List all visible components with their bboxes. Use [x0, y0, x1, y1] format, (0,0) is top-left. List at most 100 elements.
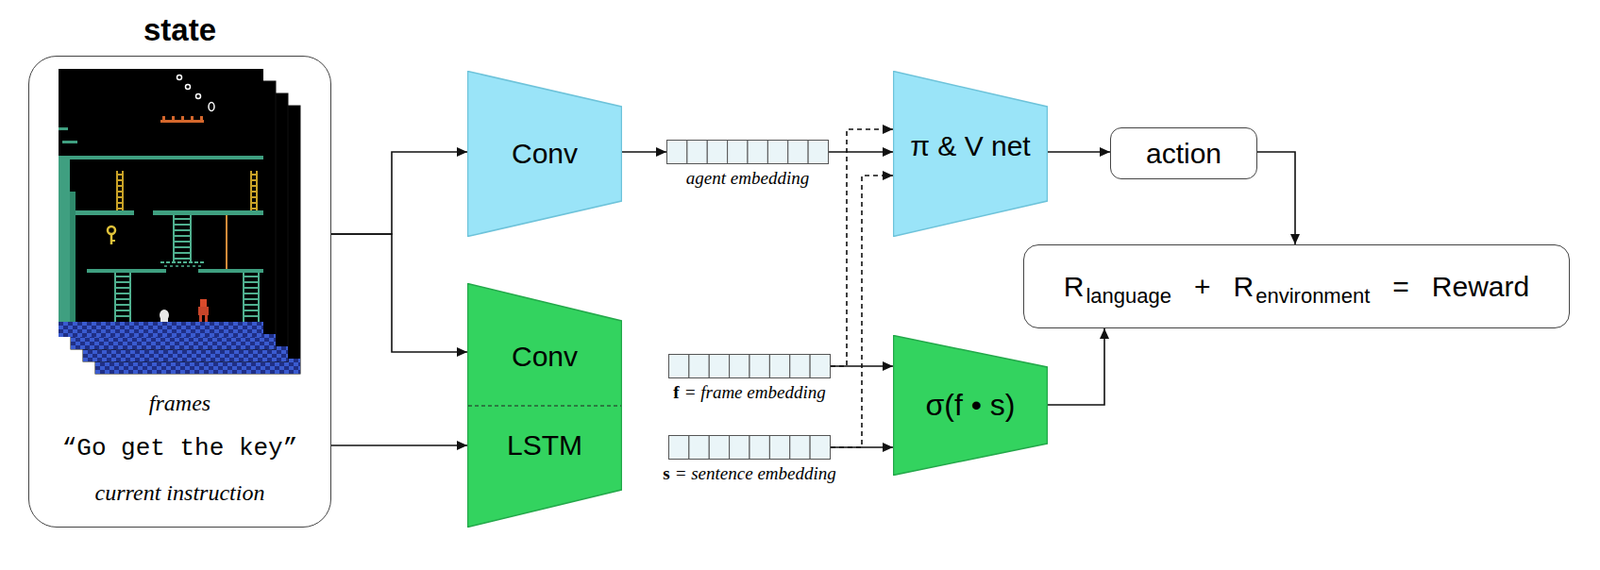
frame-art [159, 309, 169, 321]
frame-art [160, 261, 206, 264]
frame-art [58, 127, 68, 131]
symbol-label: f [673, 382, 679, 403]
frame-art [200, 299, 207, 307]
vector-cell [749, 354, 770, 379]
frame-art [243, 292, 259, 295]
frame-art [164, 265, 203, 268]
reward-box: Rlanguage+Renvironment=Reward [1023, 244, 1570, 329]
vector-cell [708, 354, 729, 379]
frame-art [58, 321, 264, 337]
vector-cell [809, 436, 830, 460]
frame-art [173, 229, 191, 232]
vector-cell [667, 140, 688, 165]
caption-label: = sentence embedding [674, 463, 837, 484]
reward-term: R [1233, 270, 1255, 304]
vector-cell [769, 354, 790, 379]
connector-arrow [830, 365, 893, 368]
frame-art [117, 173, 123, 176]
frame-art [251, 202, 257, 204]
frame-art [115, 286, 131, 289]
frame-art [173, 257, 191, 260]
vector-cell [687, 140, 708, 165]
vector-cell [790, 436, 810, 460]
trapezoid-shape [893, 336, 1048, 476]
frame-art [185, 84, 191, 90]
encoder-block: ConvLSTM [467, 283, 623, 528]
frame-art [173, 223, 191, 226]
caption-label: = frame embedding [684, 382, 826, 403]
trapezoid-shape [468, 71, 623, 237]
frame-art [199, 315, 203, 322]
connector-arrow [1257, 151, 1296, 245]
frame-art [257, 272, 260, 322]
connector-arrow [830, 446, 893, 449]
frame-art [117, 196, 123, 199]
trapezoid-shape [467, 283, 623, 528]
frame-art [115, 275, 131, 278]
block-label: Conv [467, 337, 623, 376]
connector-arrow [1047, 328, 1105, 405]
frame-art [115, 272, 259, 322]
game-frames [58, 68, 304, 381]
vector-cell [729, 354, 750, 379]
reward-term: R [1063, 270, 1085, 304]
frame-art [243, 309, 259, 312]
frame-art [242, 272, 245, 322]
frame-art [117, 207, 123, 210]
frame-art [181, 116, 185, 120]
embedding-vector: s= sentence embedding [668, 435, 831, 460]
frame-art [111, 239, 116, 242]
frame-art [198, 269, 264, 273]
game-frame [58, 68, 264, 337]
frame-art [173, 252, 191, 254]
frame-art [115, 298, 131, 301]
frame-art [198, 306, 209, 316]
embedding-vector: f= frame embedding [668, 353, 831, 379]
frame-art [62, 140, 78, 144]
frame-art [117, 185, 123, 187]
policy-value-block: π & V net [892, 70, 1048, 237]
block-label: Conv [467, 134, 623, 173]
vector-cell [729, 436, 750, 460]
frame-art [152, 210, 264, 216]
frame-art [117, 170, 257, 211]
frame-art [117, 190, 123, 193]
vector-caption: f= frame embedding [611, 382, 888, 405]
frame-art [160, 119, 204, 123]
connector-arrow [830, 175, 893, 448]
frame-art [117, 202, 123, 204]
frame-art [243, 298, 259, 301]
operator-symbol: = [1392, 270, 1410, 304]
symbol-label: s [662, 463, 670, 484]
frame-art [243, 315, 259, 318]
subscript-label: language [1085, 284, 1172, 309]
frame-art [173, 235, 191, 237]
box-label: action [1145, 137, 1222, 170]
vector-cells [666, 139, 829, 165]
vector-cell [808, 140, 828, 165]
frame-art [189, 215, 192, 263]
connector-arrow [331, 234, 468, 353]
connector-arrow [622, 151, 667, 153]
frame-art [225, 215, 228, 270]
frame-art [243, 303, 259, 306]
frame-art [115, 315, 131, 318]
trapezoid-shape [468, 284, 623, 528]
vector-cell [788, 140, 809, 165]
frame-art [110, 234, 114, 245]
frame-art [115, 303, 131, 306]
embedding-vector: agent embedding [666, 139, 829, 165]
frame-art [200, 116, 203, 120]
frame-art [58, 159, 70, 322]
frame-art [107, 226, 116, 235]
frame-art [243, 281, 259, 284]
frame-art [251, 185, 257, 187]
frame-art [160, 318, 169, 322]
instruction-text: “Go get the key” [28, 434, 332, 464]
frame-art [114, 272, 117, 322]
frame-art [243, 286, 259, 289]
frame-art [173, 218, 191, 220]
frame-art [208, 102, 215, 112]
